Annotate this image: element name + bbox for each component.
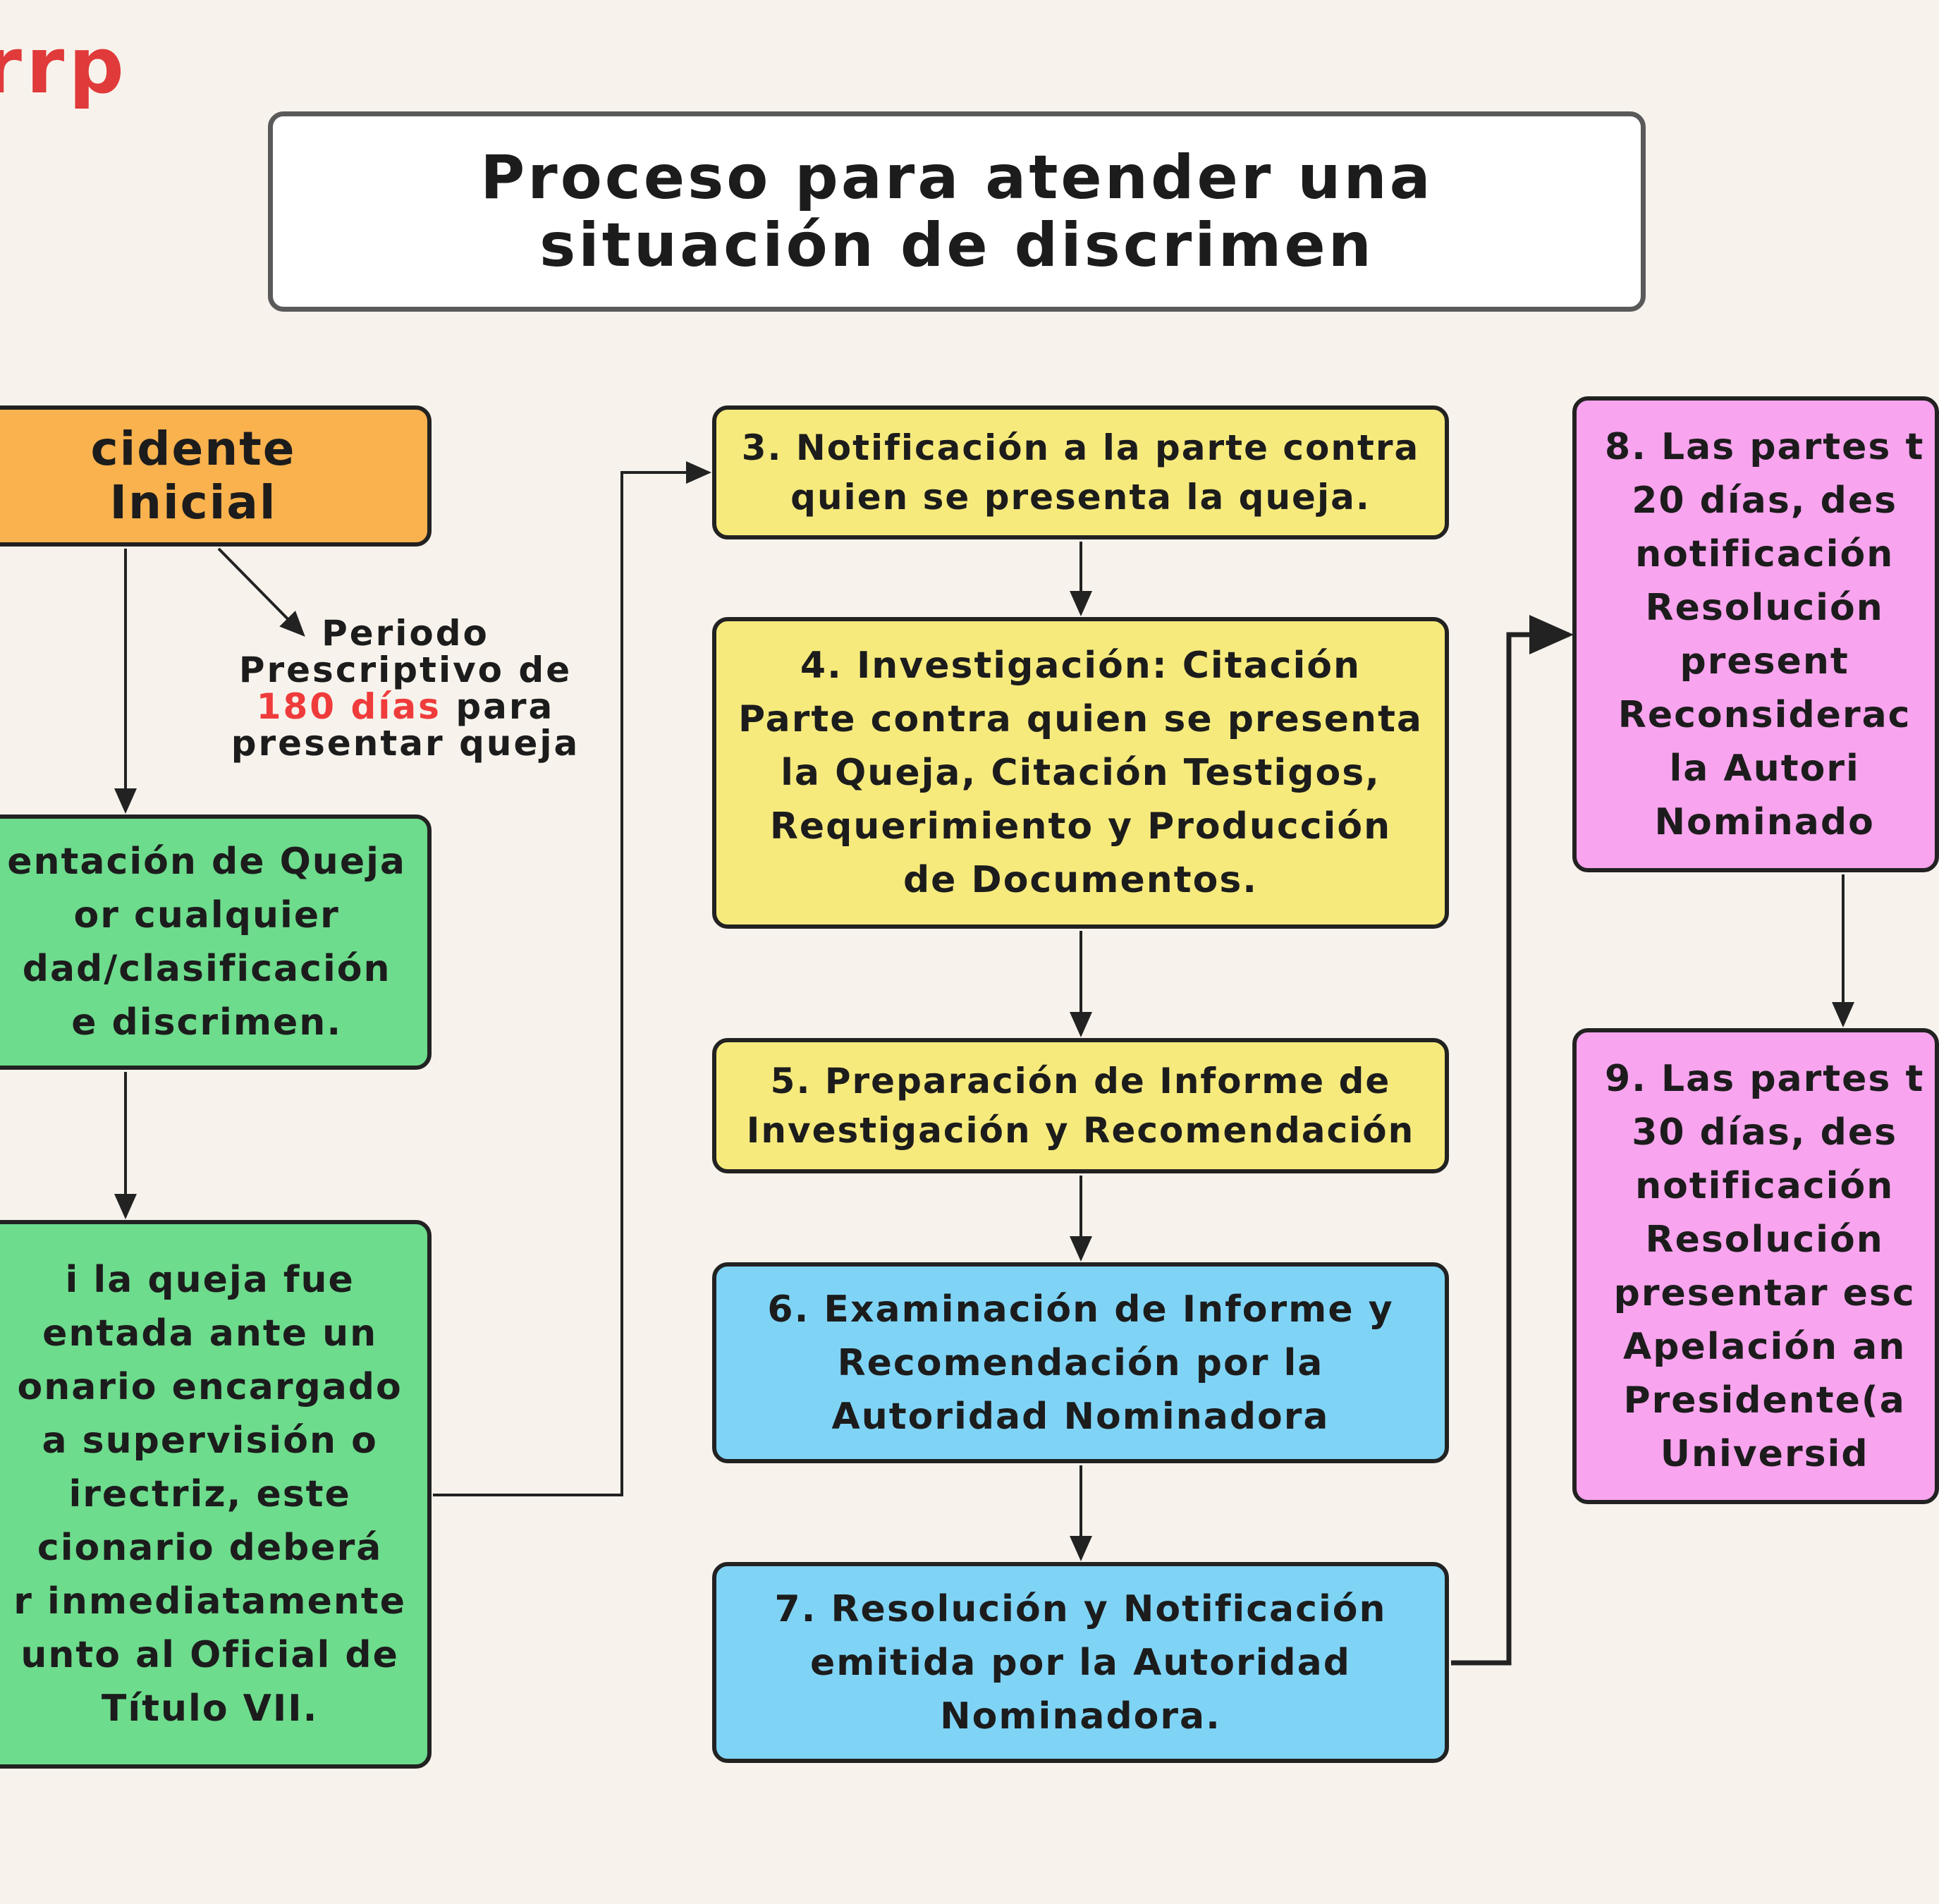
s9-line: 9. Las partes t xyxy=(1605,1057,1925,1100)
s9-line: notificación xyxy=(1635,1164,1895,1207)
step-presentacion-queja: entación de Queja or cualquier dad/clasifi… xyxy=(0,814,432,1070)
s5-line: Investigación y Recomendación xyxy=(746,1110,1415,1151)
s2-line: entación de Queja xyxy=(7,841,406,883)
diagram-title: Proceso para atender una situación de di… xyxy=(268,111,1646,312)
s8-line: 20 días, des xyxy=(1632,479,1898,522)
s9-line: Presidente(a xyxy=(1623,1379,1906,1422)
step-3-text: 3. Notificación a la parte contra quien s… xyxy=(742,423,1420,522)
s3_left-line: irectriz, este xyxy=(68,1473,351,1515)
step-7-text: 7. Resolución y Notificación emitida por … xyxy=(774,1582,1386,1743)
s2-line: dad/clasificación xyxy=(22,948,391,990)
step-incidente-inicial-label: cidente Inicial xyxy=(90,422,296,530)
s6-line: Autoridad Nominadora xyxy=(831,1395,1330,1438)
logo-text: rrp xyxy=(0,20,128,111)
s3_left-line: a supervisión o xyxy=(42,1420,378,1462)
s4-line: Parte contra quien se presenta xyxy=(738,698,1424,740)
step-presentacion-queja-text: entación de Queja or cualquier dad/clasifi… xyxy=(7,835,406,1049)
logo: rrp xyxy=(0,20,134,111)
s6-line: Recomendación por la xyxy=(837,1341,1324,1384)
s3_left-line: cionario deberá xyxy=(37,1527,383,1569)
s8-line: notificación xyxy=(1635,532,1895,575)
s3_left-line: unto al Oficial de xyxy=(20,1634,399,1676)
step-3-notificacion: 3. Notificación a la parte contra quien s… xyxy=(712,405,1449,539)
step-6-text: 6. Examinación de Informe y Recomendación… xyxy=(767,1283,1393,1444)
s4-line: 4. Investigación: Citación xyxy=(800,645,1362,687)
s7-line: 7. Resolución y Notificación xyxy=(774,1587,1387,1630)
step-queja-funcionario: i la queja fue entada ante un onario encar… xyxy=(0,1220,432,1769)
s9-line: 30 días, des xyxy=(1632,1111,1898,1154)
s9-line: presentar esc xyxy=(1613,1271,1916,1314)
s8-line: la Autori xyxy=(1669,747,1860,790)
step-7-resolucion-notificacion: 7. Resolución y Notificación emitida por … xyxy=(712,1562,1449,1763)
step-queja-funcionario-text: i la queja fue entada ante un onario encar… xyxy=(13,1253,406,1735)
note-line-3-rest: para xyxy=(441,686,555,727)
s4-line: Requerimiento y Producción xyxy=(769,805,1392,848)
s3_left-line: Título VII. xyxy=(101,1688,319,1730)
note-line-2: Prescriptivo de xyxy=(238,649,573,690)
note-line-3: 180 días para xyxy=(226,688,585,725)
s4-line: la Queja, Citación Testigos, xyxy=(781,752,1381,794)
s9-line: Resolución xyxy=(1645,1218,1884,1261)
s9-line: Apelación an xyxy=(1623,1325,1907,1368)
s2-line: e discrimen. xyxy=(71,1001,343,1044)
arrow-inicial-to-note xyxy=(217,547,305,637)
s3_left-line: entada ante un xyxy=(42,1312,378,1355)
s4-line: de Documentos. xyxy=(903,859,1259,901)
s8-line: Nominado xyxy=(1654,800,1875,843)
arrow-funcionario-to-step-3 xyxy=(433,461,711,1496)
note-line-4: presentar queja xyxy=(231,723,580,764)
s9-line: Universid xyxy=(1660,1432,1869,1475)
step-incidente-inicial: cidente Inicial xyxy=(0,405,432,547)
s3_left-line: r inmediatamente xyxy=(13,1580,406,1623)
s3_left-line: i la queja fue xyxy=(65,1259,355,1301)
s8-line: present xyxy=(1680,640,1849,683)
s3_left-line: onario encargado xyxy=(17,1366,403,1408)
s8-line: 8. Las partes t xyxy=(1605,425,1925,468)
s8-line: Resolución xyxy=(1645,586,1884,629)
s3-line: quien se presenta la queja. xyxy=(790,477,1371,518)
s7-line: emitida por la Autoridad xyxy=(810,1641,1351,1684)
s8-line: Reconsiderac xyxy=(1617,693,1912,736)
title-line-2: situación de discrimen xyxy=(539,210,1374,281)
s3-line: 3. Notificación a la parte contra xyxy=(741,427,1420,468)
note-line-1: Periodo xyxy=(322,613,489,654)
s5-line: 5. Preparación de Informe de xyxy=(770,1061,1391,1101)
s2-line: or cualquier xyxy=(73,894,340,936)
step-5-preparacion-informe: 5. Preparación de Informe de Investigació… xyxy=(712,1038,1449,1173)
s7-line: Nominadora. xyxy=(940,1695,1221,1738)
s6-line: 6. Examinación de Informe y xyxy=(767,1288,1394,1331)
note-highlight-days: 180 días xyxy=(256,686,441,727)
title-line-1: Proceso para atender una xyxy=(480,142,1433,213)
step-5-text: 5. Preparación de Informe de Investigació… xyxy=(747,1056,1414,1155)
prescriptive-period-note: Periodo Prescriptivo de 180 días para pr… xyxy=(226,615,585,762)
arrow-7-to-8 xyxy=(1451,615,1574,1666)
step-6-examinacion-informe: 6. Examinación de Informe y Recomendación… xyxy=(712,1262,1449,1463)
